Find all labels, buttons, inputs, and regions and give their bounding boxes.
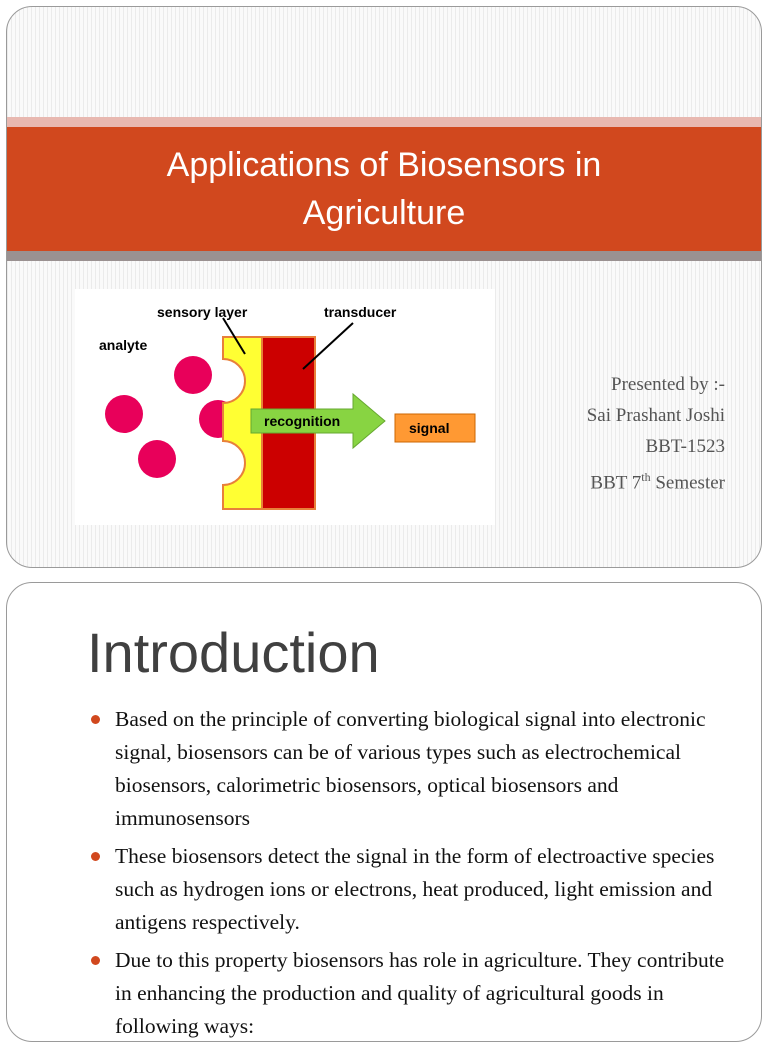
semester-ordinal-suffix: th	[641, 470, 651, 484]
introduction-bullets: Based on the principle of converting bio…	[91, 703, 739, 1041]
biosensor-diagram-svg: sensory layer transducer analyte recogni…	[99, 304, 476, 510]
bullet-item: These biosensors detect the signal in th…	[91, 840, 739, 939]
presenter-semester: BBT 7th Semester	[587, 462, 725, 498]
semester-suffix: Semester	[650, 472, 725, 494]
introduction-title: Introduction	[87, 621, 380, 684]
signal-label: signal	[409, 420, 449, 436]
introduction-slide: Introduction Based on the principle of c…	[6, 582, 762, 1042]
bullet-dot-icon	[91, 715, 100, 724]
sensory-layer-pointer	[222, 317, 246, 355]
title-bar: Applications of Biosensors in Agricultur…	[7, 127, 761, 251]
bullet-dot-icon	[91, 852, 100, 861]
presenter-info: Presented by :- Sai Prashant Joshi BBT-1…	[587, 369, 725, 498]
title-band-bottom	[7, 251, 761, 261]
semester-prefix: BBT 7	[590, 472, 642, 494]
title-slide: Applications of Biosensors in Agricultur…	[6, 6, 762, 568]
presenter-heading: Presented by :-	[611, 374, 725, 395]
sensory-layer-label: sensory layer	[157, 304, 248, 320]
signal-box	[394, 413, 476, 443]
sensory-layer	[222, 336, 263, 510]
bullet-dot-icon	[91, 956, 100, 965]
recognition-arrow	[250, 392, 386, 450]
bullet-text: Due to this property biosensors has role…	[115, 948, 725, 1038]
title-band-top	[7, 117, 761, 127]
bullet-item: Based on the principle of converting bio…	[91, 703, 739, 835]
analyte-particle	[138, 440, 176, 478]
biosensor-diagram: sensory layer transducer analyte recogni…	[75, 289, 495, 525]
slide-title: Applications of Biosensors in Agricultur…	[166, 146, 602, 232]
bullet-item: Due to this property biosensors has role…	[91, 944, 739, 1041]
analyte-particle	[174, 356, 212, 394]
bullet-text: These biosensors detect the signal in th…	[115, 844, 715, 934]
analyte-label: analyte	[99, 337, 147, 353]
bullet-text: Based on the principle of converting bio…	[115, 707, 706, 830]
analyte-particle	[105, 395, 143, 433]
transducer-label: transducer	[324, 304, 397, 320]
presenter-name: Sai Prashant Joshi	[586, 405, 725, 426]
presenter-roll-number: BBT-1523	[645, 436, 725, 457]
recognition-label: recognition	[264, 413, 340, 429]
transducer-pointer	[302, 322, 354, 370]
